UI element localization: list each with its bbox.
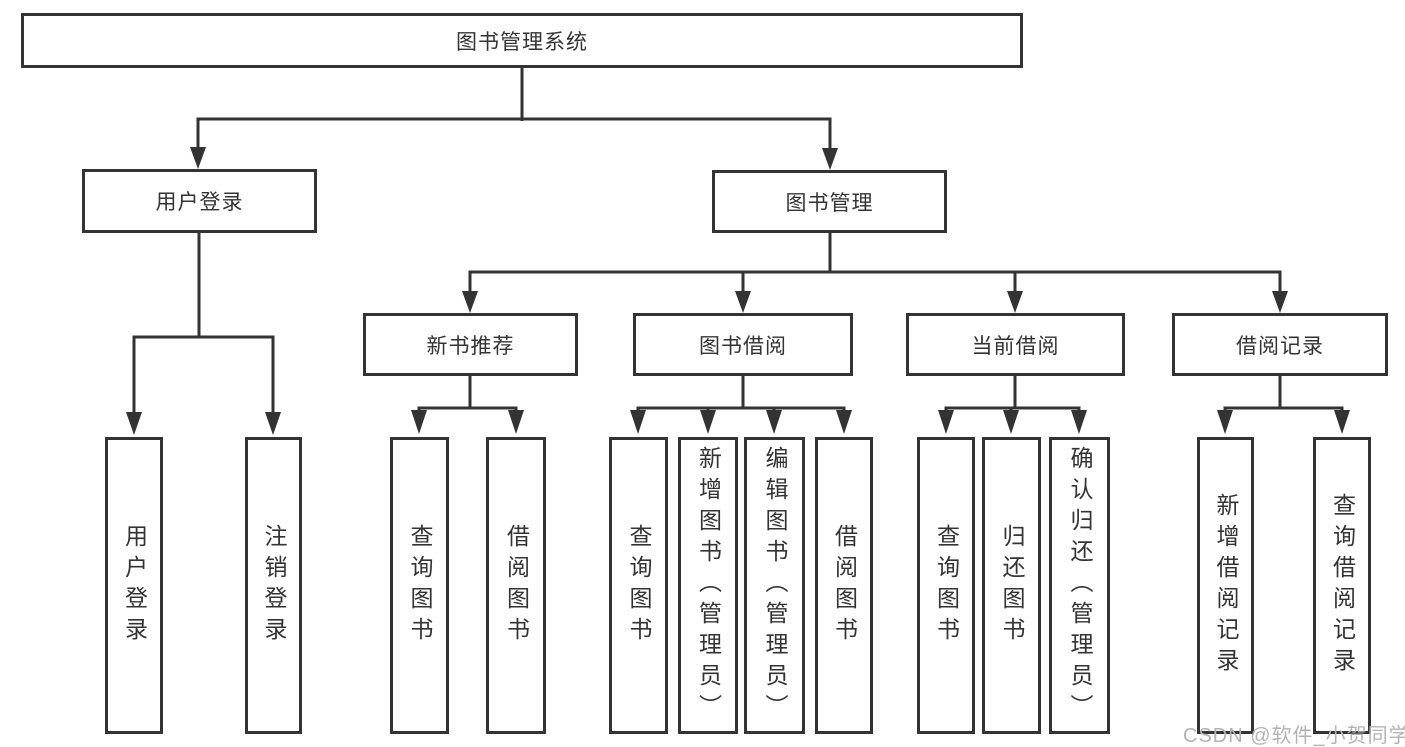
leaf-current-return-books-label: 归还图书 xyxy=(999,523,1025,648)
leaf-records-query-record-label: 查询借阅记录 xyxy=(1329,492,1356,679)
arrowhead-borrow-add xyxy=(700,410,716,434)
arrowhead-records-add xyxy=(1217,410,1233,434)
leaf-borrow-edit-books-admin-label: 编辑图书（管理员） xyxy=(762,446,788,725)
node-new-book-recommend-label: 新书推荐 xyxy=(426,334,515,358)
leaf-borrow-borrow-books: 借阅图书 xyxy=(815,437,873,734)
leaf-recommend-borrow-books: 借阅图书 xyxy=(486,437,546,734)
node-book-management-label: 图书管理 xyxy=(785,191,874,215)
leaf-current-query-books-label: 查询图书 xyxy=(933,523,960,648)
leaf-recommend-borrow-books-label: 借阅图书 xyxy=(503,523,530,648)
node-borrowing-records: 借阅记录 xyxy=(1172,313,1388,376)
node-borrowing-records-label: 借阅记录 xyxy=(1236,334,1324,358)
arrowhead-current-return xyxy=(1003,410,1019,434)
arrowhead-to-user-login xyxy=(190,147,206,169)
node-current-borrowing-label: 当前借阅 xyxy=(971,334,1060,358)
connector-user-login-branch xyxy=(132,335,275,413)
node-new-book-recommend: 新书推荐 xyxy=(363,313,578,376)
leaf-borrow-borrow-books-label: 借阅图书 xyxy=(831,523,858,648)
leaf-current-confirm-return-admin-label: 确认归还（管理员） xyxy=(1067,446,1093,725)
arrowhead-to-current-borrow xyxy=(1007,291,1023,313)
leaf-recommend-query-books-label: 查询图书 xyxy=(407,523,433,648)
connector-new-book-branch xyxy=(417,406,518,411)
node-user-login: 用户登录 xyxy=(82,169,317,233)
connector-book-borrow-branch xyxy=(636,406,846,411)
node-library-management-system: 图书管理系统 xyxy=(21,13,1023,68)
arrowhead-borrow-edit xyxy=(766,410,782,434)
arrowhead-to-records xyxy=(1272,291,1288,313)
connector-book-mgmt-branch xyxy=(468,270,1282,292)
leaf-borrow-query-books-label: 查询图书 xyxy=(626,523,652,648)
arrowhead-borrow-borrow xyxy=(836,410,852,434)
leaf-logout-login: 注销登录 xyxy=(245,437,302,734)
connector-root-branch xyxy=(196,117,832,148)
leaf-user-login: 用户登录 xyxy=(105,437,163,734)
leaf-borrow-edit-books-admin: 编辑图书（管理员） xyxy=(744,437,805,734)
node-book-borrowing-label: 图书借阅 xyxy=(699,334,787,358)
leaf-borrow-add-books-admin-label: 新增图书（管理员） xyxy=(695,446,722,725)
arrowhead-to-book-mgmt xyxy=(822,148,838,170)
leaf-records-query-record: 查询借阅记录 xyxy=(1313,437,1371,734)
arrowhead-recommend-borrow xyxy=(508,410,524,434)
leaf-logout-login-label: 注销登录 xyxy=(261,523,287,648)
leaf-records-add-record-label: 新增借阅记录 xyxy=(1213,492,1239,679)
leaf-recommend-query-books: 查询图书 xyxy=(390,437,449,734)
leaf-current-confirm-return-admin: 确认归还（管理员） xyxy=(1049,437,1110,734)
node-book-borrowing: 图书借阅 xyxy=(633,313,853,376)
leaf-current-return-books: 归还图书 xyxy=(982,437,1041,734)
node-library-management-system-label: 图书管理系统 xyxy=(456,30,588,54)
arrowhead-recommend-query xyxy=(411,410,427,434)
leaf-records-add-record: 新增借阅记录 xyxy=(1197,437,1254,734)
arrowhead-borrow-query xyxy=(630,410,646,434)
leaf-user-login-label: 用户登录 xyxy=(121,523,148,648)
leaf-borrow-add-books-admin: 新增图书（管理员） xyxy=(678,437,738,734)
arrowhead-to-leaf-logout xyxy=(265,412,281,435)
node-user-login-label: 用户登录 xyxy=(155,191,244,214)
arrowhead-to-leaf-user-login xyxy=(126,412,142,435)
node-book-management: 图书管理 xyxy=(712,170,947,233)
arrowhead-to-book-borrow xyxy=(735,291,751,313)
arrowhead-records-query xyxy=(1334,410,1350,434)
leaf-current-query-books: 查询图书 xyxy=(917,437,975,734)
arrowhead-current-query xyxy=(938,410,954,434)
node-current-borrowing: 当前借阅 xyxy=(906,313,1125,376)
watermark: CSDN @软件_小贺同学 xyxy=(1183,725,1405,747)
arrowhead-current-confirm xyxy=(1071,410,1087,434)
leaf-borrow-query-books: 查询图书 xyxy=(609,437,668,734)
arrowhead-to-new-book xyxy=(462,291,478,313)
connector-records-branch xyxy=(1223,406,1344,411)
